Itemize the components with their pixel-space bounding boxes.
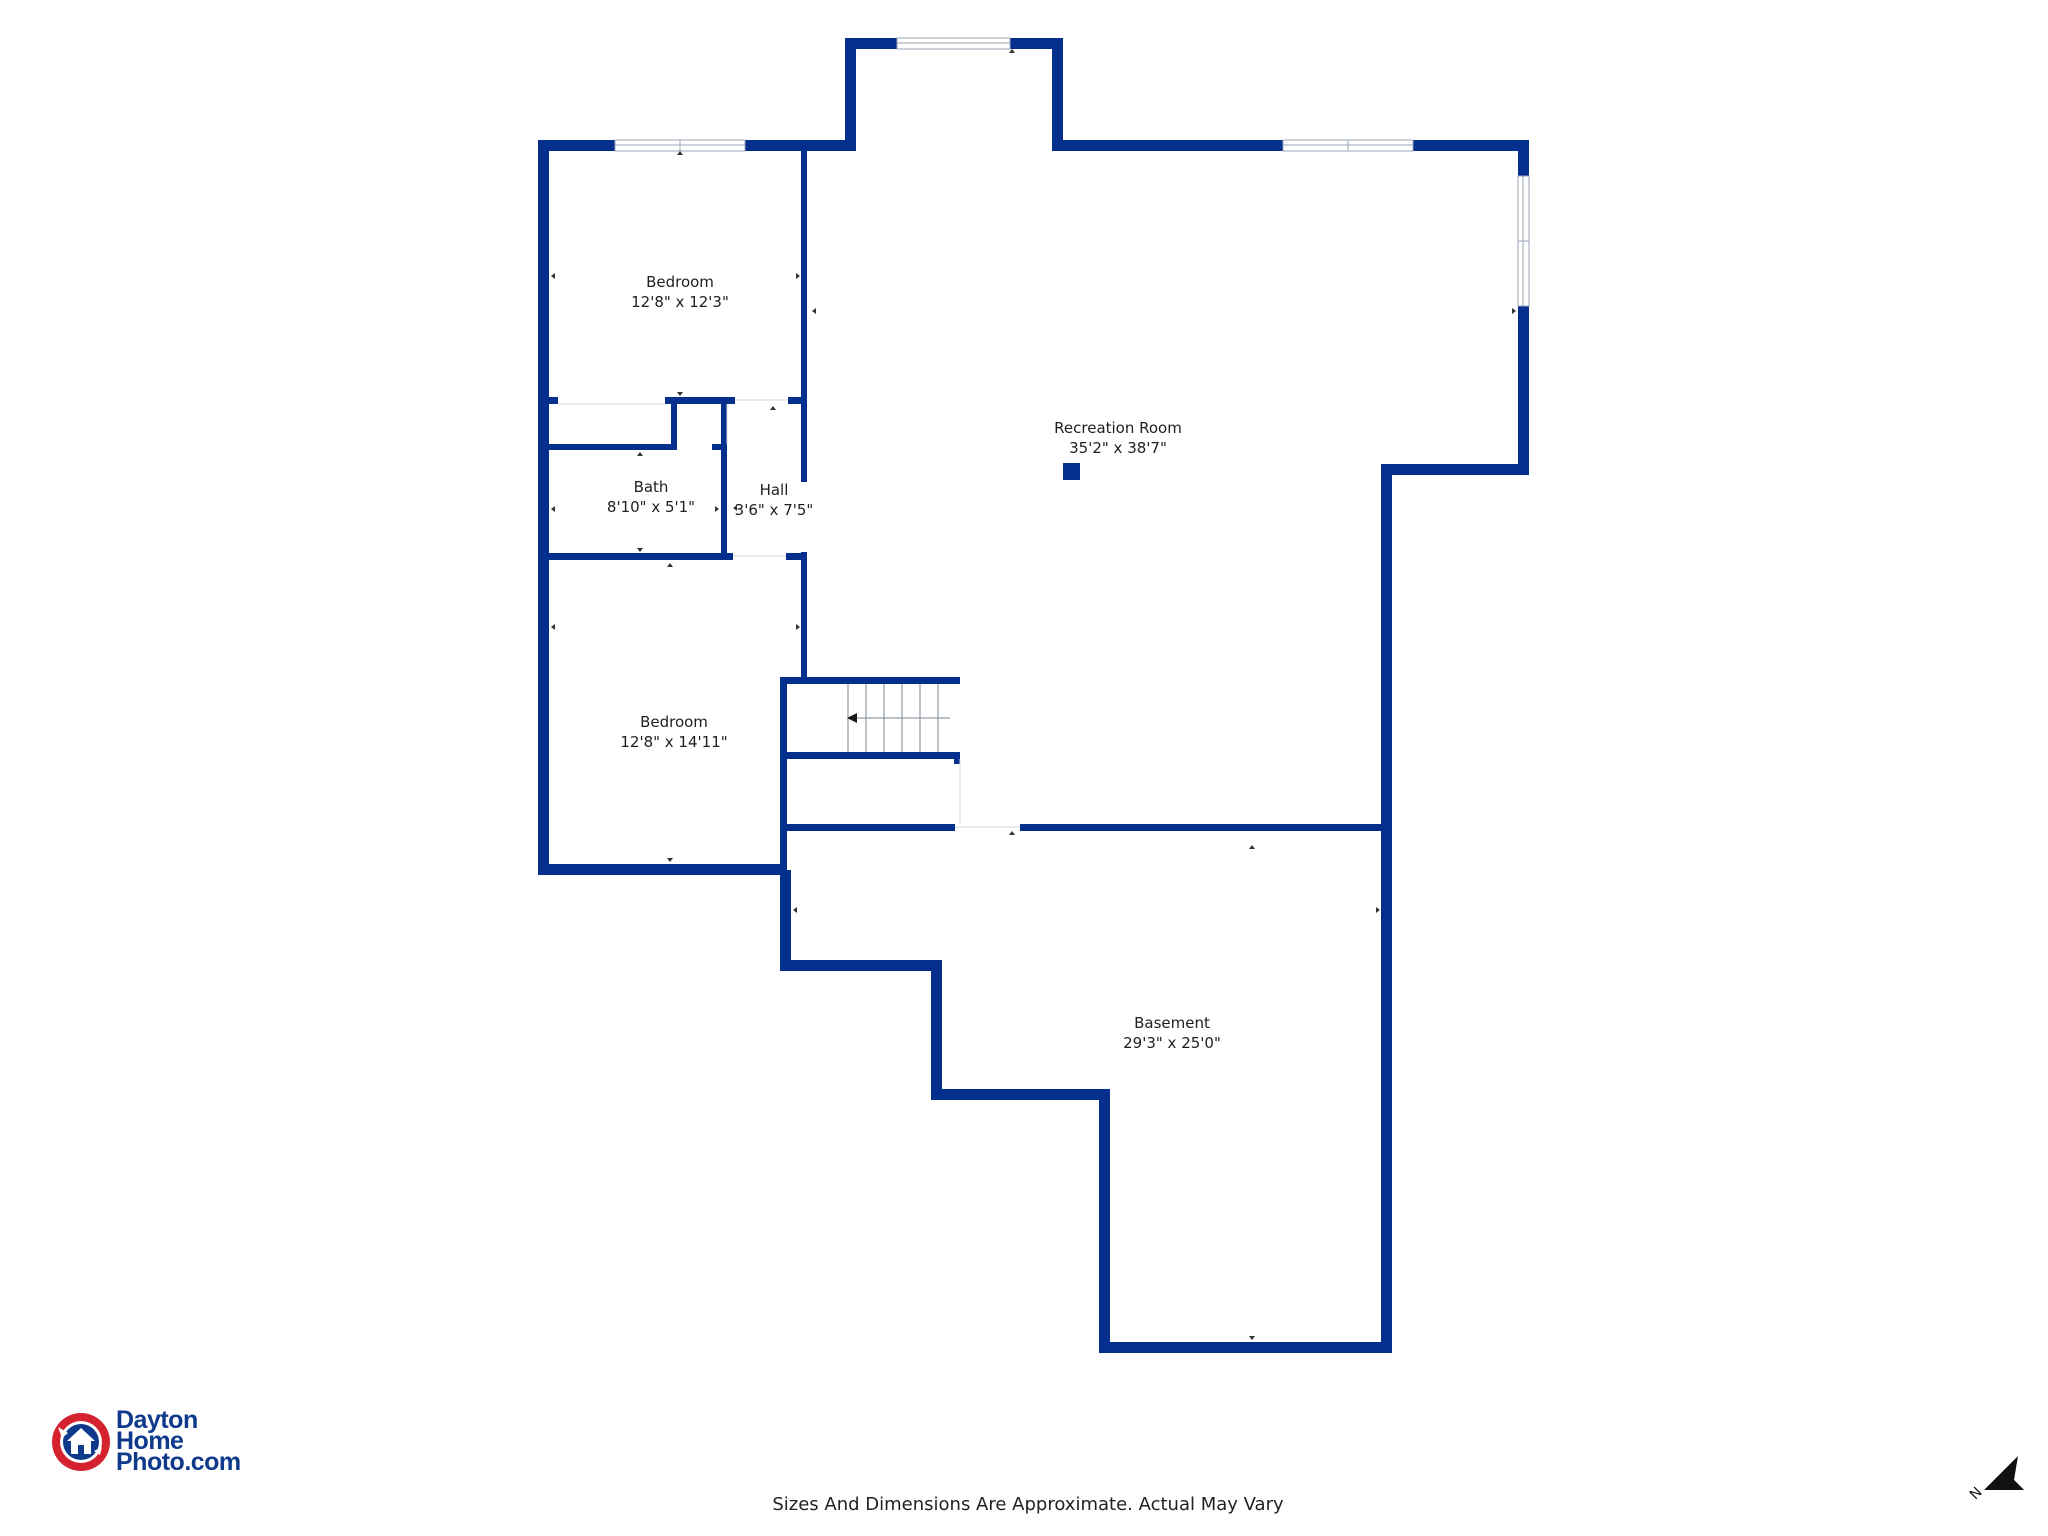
wall-closet-west (671, 397, 677, 449)
room-name: Bath (633, 478, 669, 496)
north-arrow-icon: N (1967, 1456, 2024, 1503)
wall-west (538, 140, 549, 875)
wall-south-bedroom (538, 864, 786, 875)
wall-closet-east (721, 397, 727, 449)
wall-basement-step-upper (780, 960, 942, 971)
wall-bedroom1-south-left (538, 397, 558, 404)
wall-east-upper (1518, 140, 1529, 475)
room-dimensions: 12'8" x 14'11" (620, 733, 728, 751)
room-name: Recreation Room (1054, 419, 1182, 437)
room-name: Hall (759, 481, 789, 499)
room-dimensions: 3'6" x 7'5" (734, 501, 814, 519)
room-dimensions: 35'2" x 38'7" (1069, 439, 1167, 457)
wall-east-step (1381, 464, 1529, 475)
room-label-recreation-room: Recreation Room 35'2" x 38'7" (1054, 418, 1182, 458)
wall-south-basement (1099, 1342, 1392, 1353)
wall-bay-top-right (1010, 38, 1063, 49)
wall-stair-top (780, 677, 960, 684)
disclaimer-text: Sizes And Dimensions Are Approximate. Ac… (772, 1494, 1284, 1515)
wall-basement-west-lower (1099, 1089, 1110, 1353)
room-label-basement: Basement 29'3" x 25'0" (1123, 1013, 1221, 1053)
company-logo: Dayton Home Photo.com (50, 1406, 241, 1476)
wall-bay-left (845, 38, 856, 151)
wall-hall-east (801, 396, 807, 482)
stair-arrow-icon (847, 713, 857, 723)
wall-east-lower (1381, 464, 1392, 1353)
room-label-bedroom-1: Bedroom 12'8" x 12'3" (631, 272, 729, 312)
wall-closet-top (665, 397, 735, 404)
logo-line-2: Home (116, 1427, 184, 1455)
camera-house-logo-icon (52, 1412, 110, 1471)
room-dimensions: 29'3" x 25'0" (1123, 1034, 1221, 1052)
staircase (847, 684, 950, 752)
wall-rec-south (1020, 824, 1392, 831)
wall-storage-south (780, 824, 955, 831)
wall-bath-top-left (538, 444, 677, 450)
compass-label: N (1967, 1484, 1986, 1503)
wall-bay-top-left (845, 38, 898, 49)
wall-bath-east (721, 444, 727, 558)
wall-bath-top-right (712, 444, 727, 450)
wall-stair-east-post (954, 752, 960, 764)
room-name: Basement (1134, 1014, 1210, 1032)
wall-stair-box-west (780, 677, 787, 875)
wall-basement-west-upper (780, 870, 791, 971)
wall-hall-south-right (786, 553, 807, 560)
column (1063, 463, 1080, 480)
room-label-bath: Bath 8'10" x 5'1" (607, 477, 695, 517)
wall-basement-step-lower (931, 1089, 1110, 1100)
logo-line-3: Photo.com (116, 1448, 241, 1476)
wall-hall-top-right (788, 397, 804, 404)
logo-wordmark: Dayton Home Photo.com (116, 1406, 241, 1476)
room-name: Bedroom (640, 713, 708, 731)
wall-bay-right (1052, 38, 1063, 151)
wall-stair-mid (780, 752, 960, 759)
logo-line-1: Dayton (116, 1406, 198, 1434)
wall-basement-west-mid (931, 960, 942, 1100)
room-dimensions: 8'10" x 5'1" (606, 498, 696, 516)
wall-bath-south (538, 553, 733, 560)
room-dimensions: 12'8" x 12'3" (631, 293, 729, 311)
room-label-bedroom-2: Bedroom 12'8" x 14'11" (620, 712, 727, 752)
wall-hall-east-lower (801, 552, 807, 682)
room-name: Bedroom (646, 273, 714, 291)
wall-bedroom1-east (801, 150, 807, 406)
room-label-hall: Hall 3'6" x 7'5" (735, 480, 814, 520)
